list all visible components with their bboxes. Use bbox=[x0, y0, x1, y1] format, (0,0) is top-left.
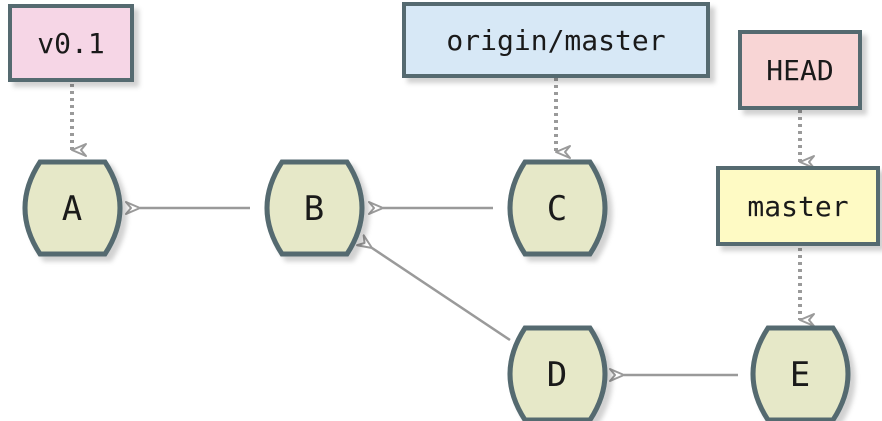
head-label: HEAD bbox=[766, 54, 833, 87]
branch-master: master bbox=[716, 166, 880, 246]
commit-label: A bbox=[62, 189, 82, 229]
tag-v0-1: v0.1 bbox=[8, 4, 134, 82]
branch-label: master bbox=[747, 190, 848, 223]
commit-label: C bbox=[547, 189, 567, 229]
parent-edges bbox=[125, 201, 738, 382]
commit-a: A bbox=[22, 159, 123, 257]
commit-d: D bbox=[507, 325, 608, 421]
tag-label: v0.1 bbox=[37, 27, 104, 60]
remote-branch-origin-master: origin/master bbox=[402, 2, 710, 78]
edge-d-to-b bbox=[356, 234, 511, 342]
commit-label: D bbox=[547, 355, 567, 395]
commit-b: B bbox=[264, 159, 365, 257]
remote-branch-label: origin/master bbox=[446, 24, 665, 57]
commit-e: E bbox=[750, 325, 851, 421]
head-ref: HEAD bbox=[738, 30, 862, 110]
commit-label: E bbox=[790, 355, 810, 395]
commit-c: C bbox=[507, 159, 608, 257]
ref-pointers bbox=[70, 78, 815, 327]
commit-label: B bbox=[304, 189, 324, 229]
